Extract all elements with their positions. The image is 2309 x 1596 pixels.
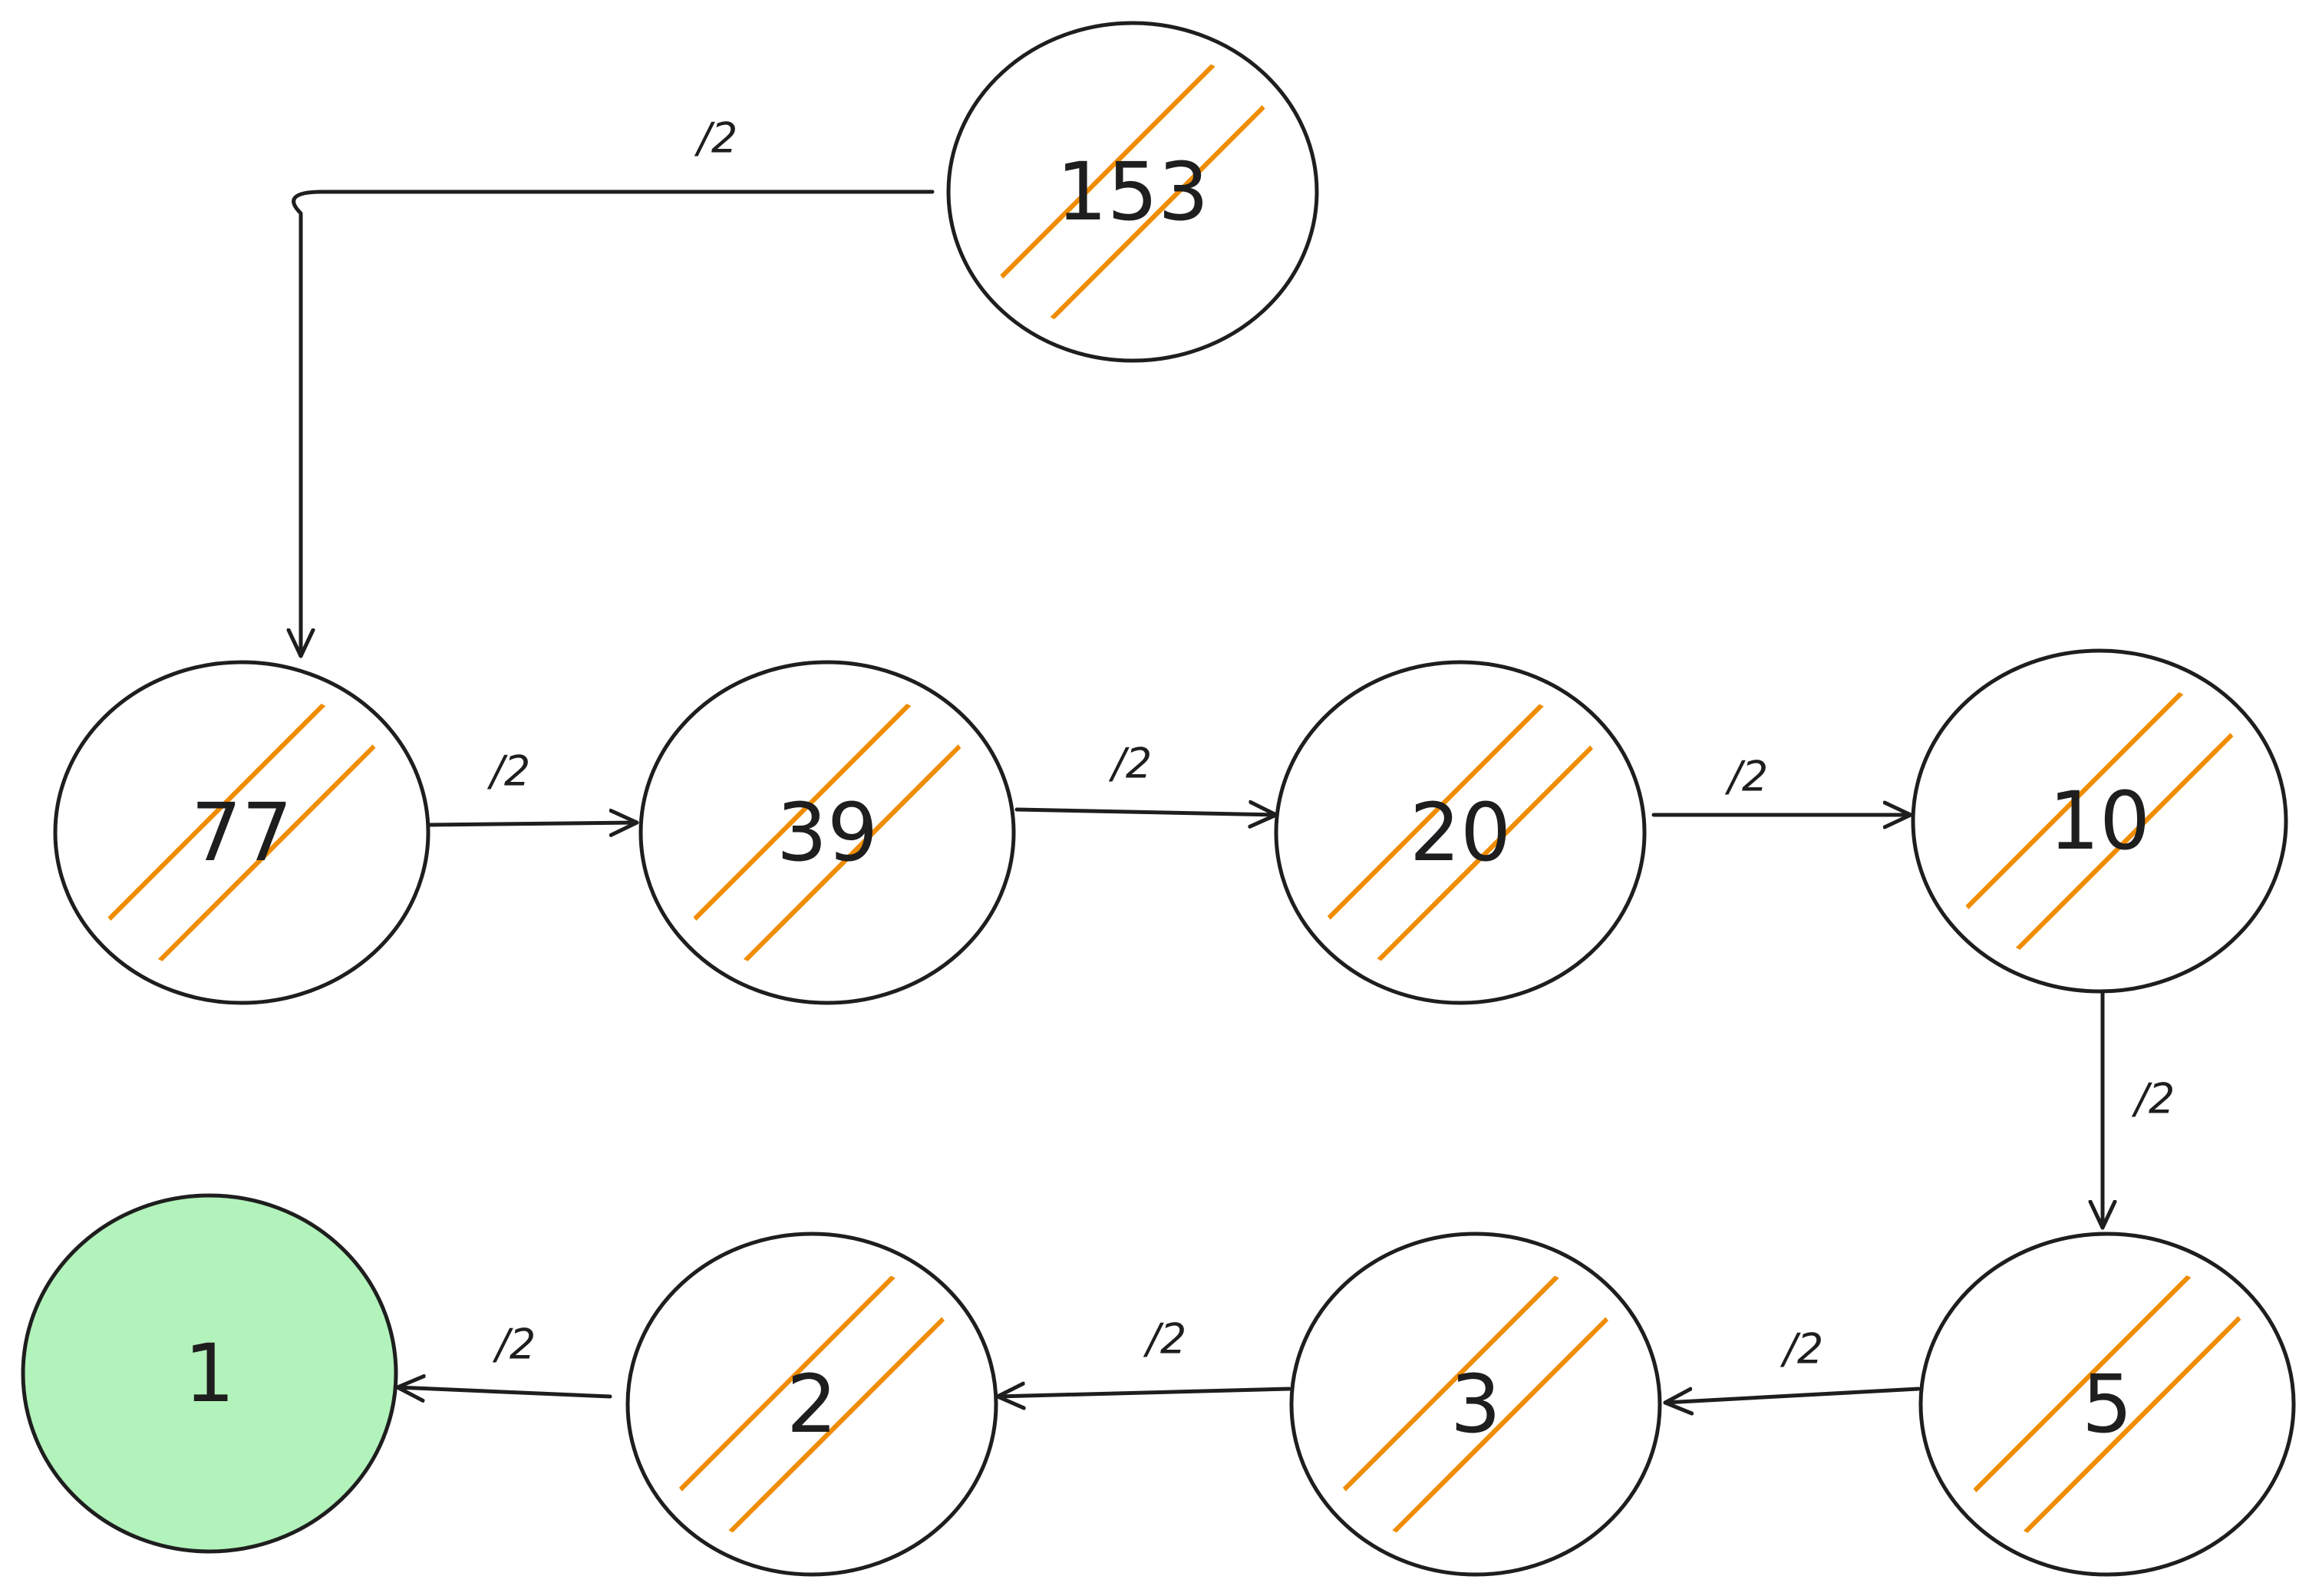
node-3: 3 [1289,1232,1662,1577]
node-circle-3 [1289,1232,1662,1577]
edge-label-n153-n77: /2 [694,114,738,163]
node-circle-1 [21,1193,398,1554]
edge-label-n20-n10: /2 [1725,753,1769,801]
node-153: 153 [946,21,1319,363]
edge-arrow-n5-n3 [1663,1387,1921,1403]
node-label-10: 10 [2049,774,2150,868]
node-10: 10 [1911,648,2288,994]
node-circle-10 [1911,648,2288,994]
edge-label-n77-n39: /2 [487,747,531,796]
edge-label-n39-n20: /2 [1109,740,1153,788]
edge-label-n5-n3: /2 [1780,1325,1824,1373]
node-1: 1 [21,1193,398,1554]
node-label-20: 20 [1410,786,1511,879]
edge-label-n2-n1: /2 [493,1321,536,1369]
node-5: 5 [1918,1232,2296,1577]
node-label-77: 77 [191,786,292,879]
edge-arrow-n2-n1 [395,1387,612,1396]
node-20: 20 [1274,660,1647,1005]
node-label-39: 39 [777,786,878,879]
node-label-1: 1 [184,1327,235,1420]
node-circle-77 [53,660,430,1005]
edge-arrow-n39-n20 [1014,810,1278,815]
edge-arrow-n77-n39 [427,823,639,825]
node-label-153: 153 [1057,145,1209,239]
node-circle-39 [638,660,1016,1005]
node-77: 77 [53,660,430,1005]
node-label-5: 5 [2082,1357,2133,1451]
edge-label-n10-n5: /2 [2132,1075,2175,1123]
node-circle-2 [625,1232,998,1577]
node-39: 39 [638,660,1016,1005]
edge-label-n3-n2: /2 [1143,1315,1187,1364]
node-circle-153 [946,21,1319,363]
edge-arrow-n153-n77 [294,190,935,658]
node-circle-5 [1918,1232,2296,1577]
edge-arrow-n3-n2 [995,1389,1291,1396]
node-2: 2 [625,1232,998,1577]
node-label-2: 2 [787,1357,837,1451]
node-circle-20 [1274,660,1647,1005]
node-label-3: 3 [1450,1357,1501,1451]
